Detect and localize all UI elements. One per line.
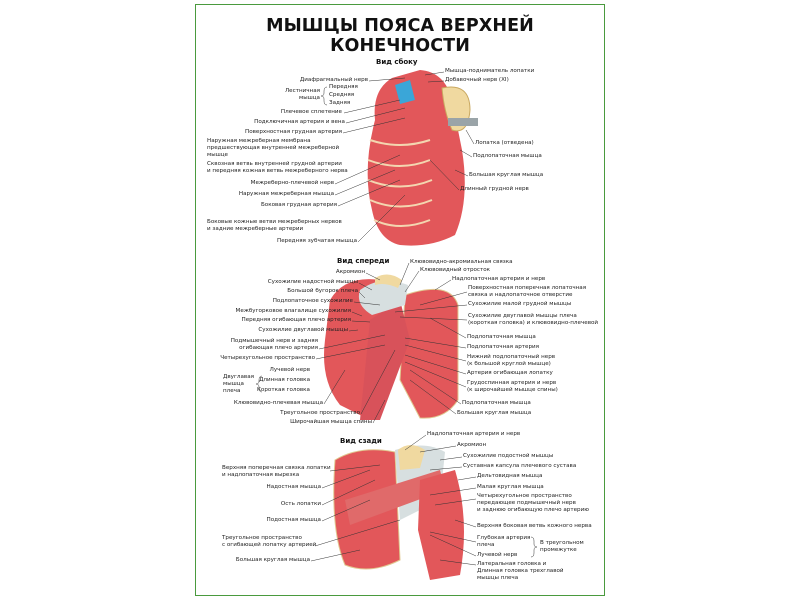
label: Большая круглая мышца bbox=[469, 172, 544, 178]
label: Подлопаточная мышца bbox=[467, 334, 536, 340]
label: Верхняя боковая ветвь кожного нерва bbox=[477, 523, 592, 529]
label: Суставная капсула плечевого сустава bbox=[463, 463, 577, 469]
label: Ость лопатки bbox=[280, 501, 321, 507]
side-view-illustration bbox=[334, 70, 478, 246]
label: Подключичная артерия и вена bbox=[254, 119, 345, 125]
label: Лучевой нерв bbox=[477, 552, 518, 558]
label: Четырехугольное пространство передающее … bbox=[477, 493, 589, 513]
label: Лестничная мышца bbox=[284, 88, 320, 101]
label: Клювовидно-акромиальная связка bbox=[410, 259, 513, 265]
label: Широчайшая мышца спины bbox=[290, 419, 372, 425]
label: Добавочный нерв (XI) bbox=[445, 77, 509, 83]
label: Треугольное пространство bbox=[280, 410, 360, 416]
label: Межреберно-плечевой нерв bbox=[250, 180, 334, 186]
label: Мышца-подниматель лопатки bbox=[445, 68, 535, 74]
label: Большая круглая мышца bbox=[457, 410, 532, 416]
label: Сквозная ветвь внутренней грудной артери… bbox=[207, 161, 348, 174]
label: Грудоспинная артерия и нерв (к широчайше… bbox=[467, 380, 558, 393]
label: Диафрагмальный нерв bbox=[299, 77, 368, 83]
label: Передняя огибающая плечо артерия bbox=[241, 317, 351, 323]
front-view-illustration bbox=[315, 262, 468, 424]
label: Глубокая артерия плеча bbox=[477, 535, 531, 548]
label: Подмышечный нерв и задняя огибающая плеч… bbox=[230, 338, 318, 351]
label: Подлопаточная артерия bbox=[467, 344, 540, 350]
label: Акромион bbox=[335, 269, 365, 275]
label: Лопатка (отведена) bbox=[475, 140, 534, 146]
label: Треугольное пространство с огибающей лоп… bbox=[222, 535, 317, 548]
label: Межбугорковое влагалище сухожилия bbox=[235, 308, 351, 314]
label: Клювовидно-плечевая мышца bbox=[233, 400, 323, 406]
label: Длинная головка трехглавой мышцы плеча bbox=[477, 568, 564, 581]
label: Длинная головка bbox=[259, 377, 310, 383]
label: Малая круглая мышца bbox=[477, 484, 544, 490]
front-view-heading: Вид спереди bbox=[337, 257, 390, 265]
label: Передняя зубчатая мышца bbox=[277, 238, 357, 244]
label: Длинный грудной нерв bbox=[460, 186, 529, 192]
label: Передняя bbox=[329, 84, 358, 90]
back-view-heading: Вид сзади bbox=[340, 437, 382, 445]
label: Дельтовидная мышца bbox=[477, 473, 543, 479]
label: Боковые кожные ветви межреберных нервов … bbox=[207, 219, 342, 232]
label: Большая круглая мышца bbox=[235, 557, 310, 563]
back-view-illustration bbox=[310, 434, 538, 580]
label: Надлопаточная артерия и нерв bbox=[427, 431, 521, 437]
label: Средняя bbox=[329, 92, 355, 98]
poster-frame bbox=[195, 4, 605, 596]
label: Плечевое сплетение bbox=[280, 109, 342, 115]
label: Лучевой нерв bbox=[269, 367, 310, 373]
label: Поверхностная поперечная лопаточная связ… bbox=[468, 285, 587, 298]
label: Верхняя поперечная связка лопатки и надл… bbox=[222, 465, 331, 478]
label: Короткая головка bbox=[256, 387, 310, 393]
side-view-heading: Вид сбоку bbox=[376, 58, 418, 66]
label: Подостная мышца bbox=[266, 517, 321, 523]
label: В треугольном промежутке bbox=[540, 540, 584, 553]
label: Боковая грудная артерия bbox=[260, 202, 337, 208]
label: Артерия огибающая лопатку bbox=[467, 370, 553, 376]
label: Латеральная головка и bbox=[477, 561, 547, 567]
label: Акромион bbox=[457, 442, 487, 448]
label: Надостная мышца bbox=[266, 484, 321, 490]
label: Надлопаточная артерия и нерв bbox=[452, 276, 546, 282]
label: Подлопаточное сухожилие bbox=[272, 298, 353, 304]
label: Сухожилие малой грудной мышцы bbox=[468, 301, 572, 307]
label: Большой бугорок плеча bbox=[287, 288, 358, 294]
label: Сухожилие надостной мышцы bbox=[267, 279, 358, 285]
label: Поверхностная грудная артерия bbox=[245, 129, 342, 135]
brackets bbox=[255, 86, 328, 393]
label: Подлопаточная мышца bbox=[473, 153, 542, 159]
label: Сухожилие двуглавой мышцы плеча (коротка… bbox=[468, 313, 599, 326]
label: Клювовидный отросток bbox=[420, 267, 491, 273]
label: Четырехугольное пространство bbox=[220, 355, 315, 361]
label: Подлопаточная мышца bbox=[462, 400, 531, 406]
label: Сухожилие двуглавой мышцы bbox=[258, 327, 348, 333]
label: Двуглавая мышца плеча bbox=[223, 374, 255, 394]
label: Сухожилие подостной мышцы bbox=[463, 453, 554, 459]
label: Наружная межреберная мышца bbox=[238, 191, 334, 197]
label: Задняя bbox=[329, 100, 351, 106]
label: Наружная межреберная мембрана предшеству… bbox=[207, 138, 340, 158]
label: Нижний подлопаточный нерв (к большой кру… bbox=[467, 354, 556, 367]
poster-title: МЫШЦЫ ПОЯСА ВЕРХНЕЙ КОНЕЧНОСТИ bbox=[266, 16, 534, 56]
